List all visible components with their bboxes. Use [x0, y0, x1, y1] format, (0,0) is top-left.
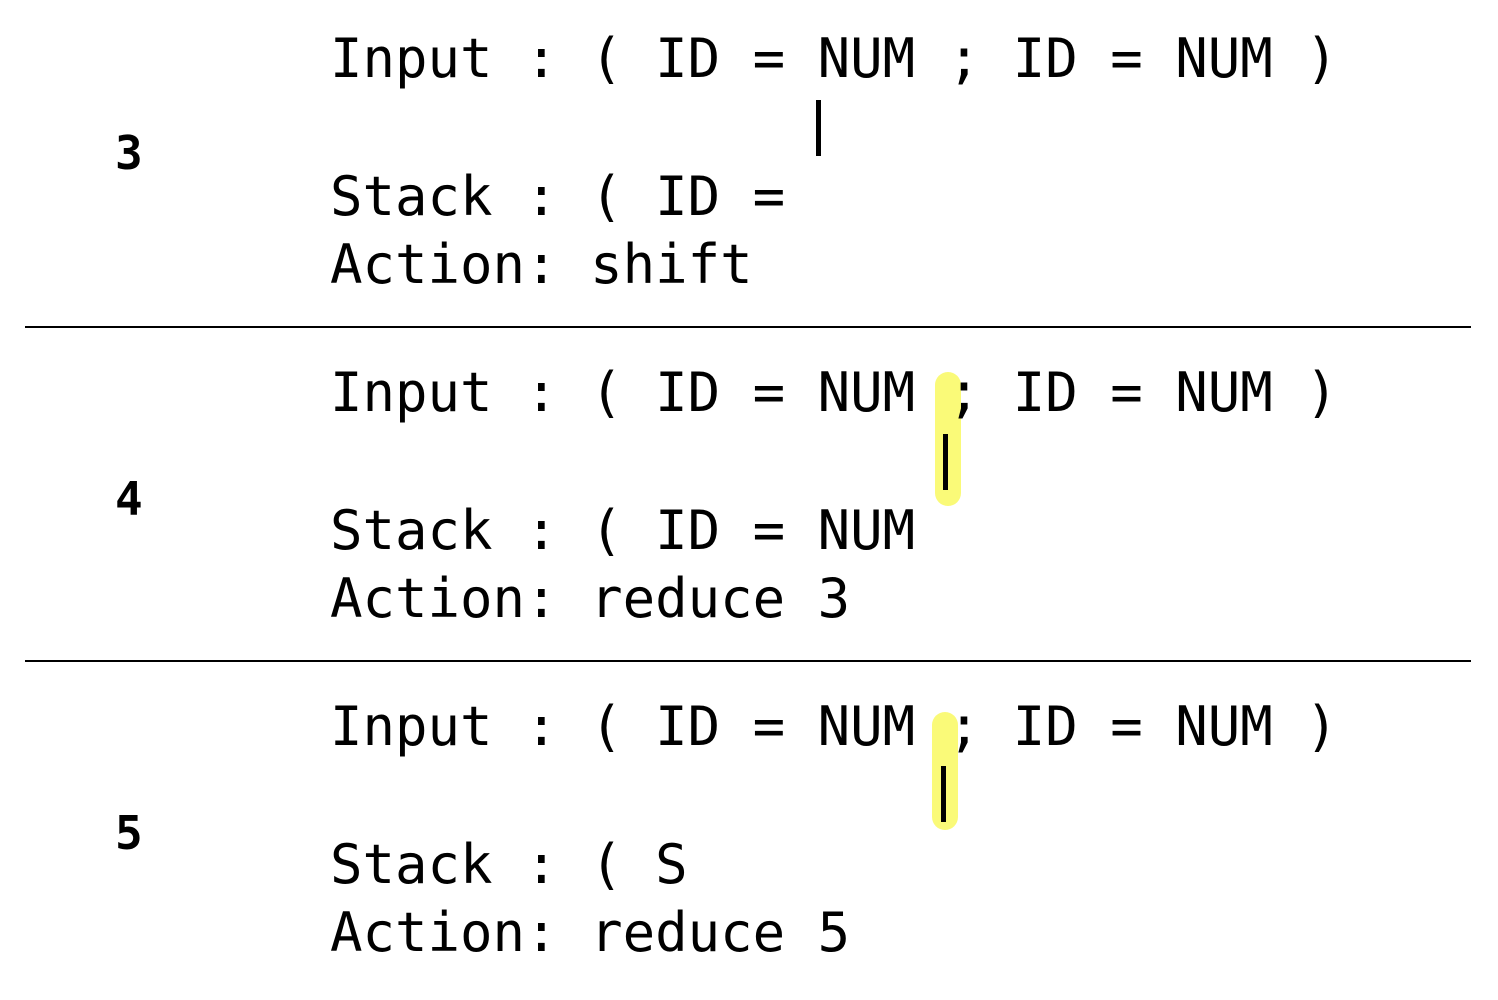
input-line: Input : ( ID = NUM ; ID = NUM )	[330, 695, 1338, 758]
input-position-marker	[941, 766, 946, 822]
step-number: 5	[115, 806, 143, 860]
input-line: Input : ( ID = NUM ; ID = NUM )	[330, 27, 1338, 90]
input-position-marker	[816, 100, 821, 156]
stack-line: Stack : ( S	[330, 833, 688, 896]
input-position-marker	[943, 434, 948, 490]
step-divider	[25, 326, 1471, 328]
step-4: 4 Input : ( ID = NUM ; ID = NUM ) Stack …	[115, 361, 1338, 630]
input-line: Input : ( ID = NUM ; ID = NUM )	[330, 361, 1338, 424]
step-number: 3	[115, 126, 143, 180]
lookahead-highlight	[935, 372, 961, 506]
action-line: Action: reduce 3	[330, 567, 851, 630]
action-line: Action: shift	[330, 233, 753, 296]
step-3: 3 Input : ( ID = NUM ; ID = NUM ) Stack …	[0, 0, 1498, 326]
stack-line: Stack : ( ID =	[330, 165, 786, 228]
step-divider	[25, 660, 1471, 662]
step-number: 4	[115, 472, 143, 526]
stack-line: Stack : ( ID = NUM	[330, 499, 916, 562]
action-line: Action: reduce 5	[330, 901, 851, 964]
